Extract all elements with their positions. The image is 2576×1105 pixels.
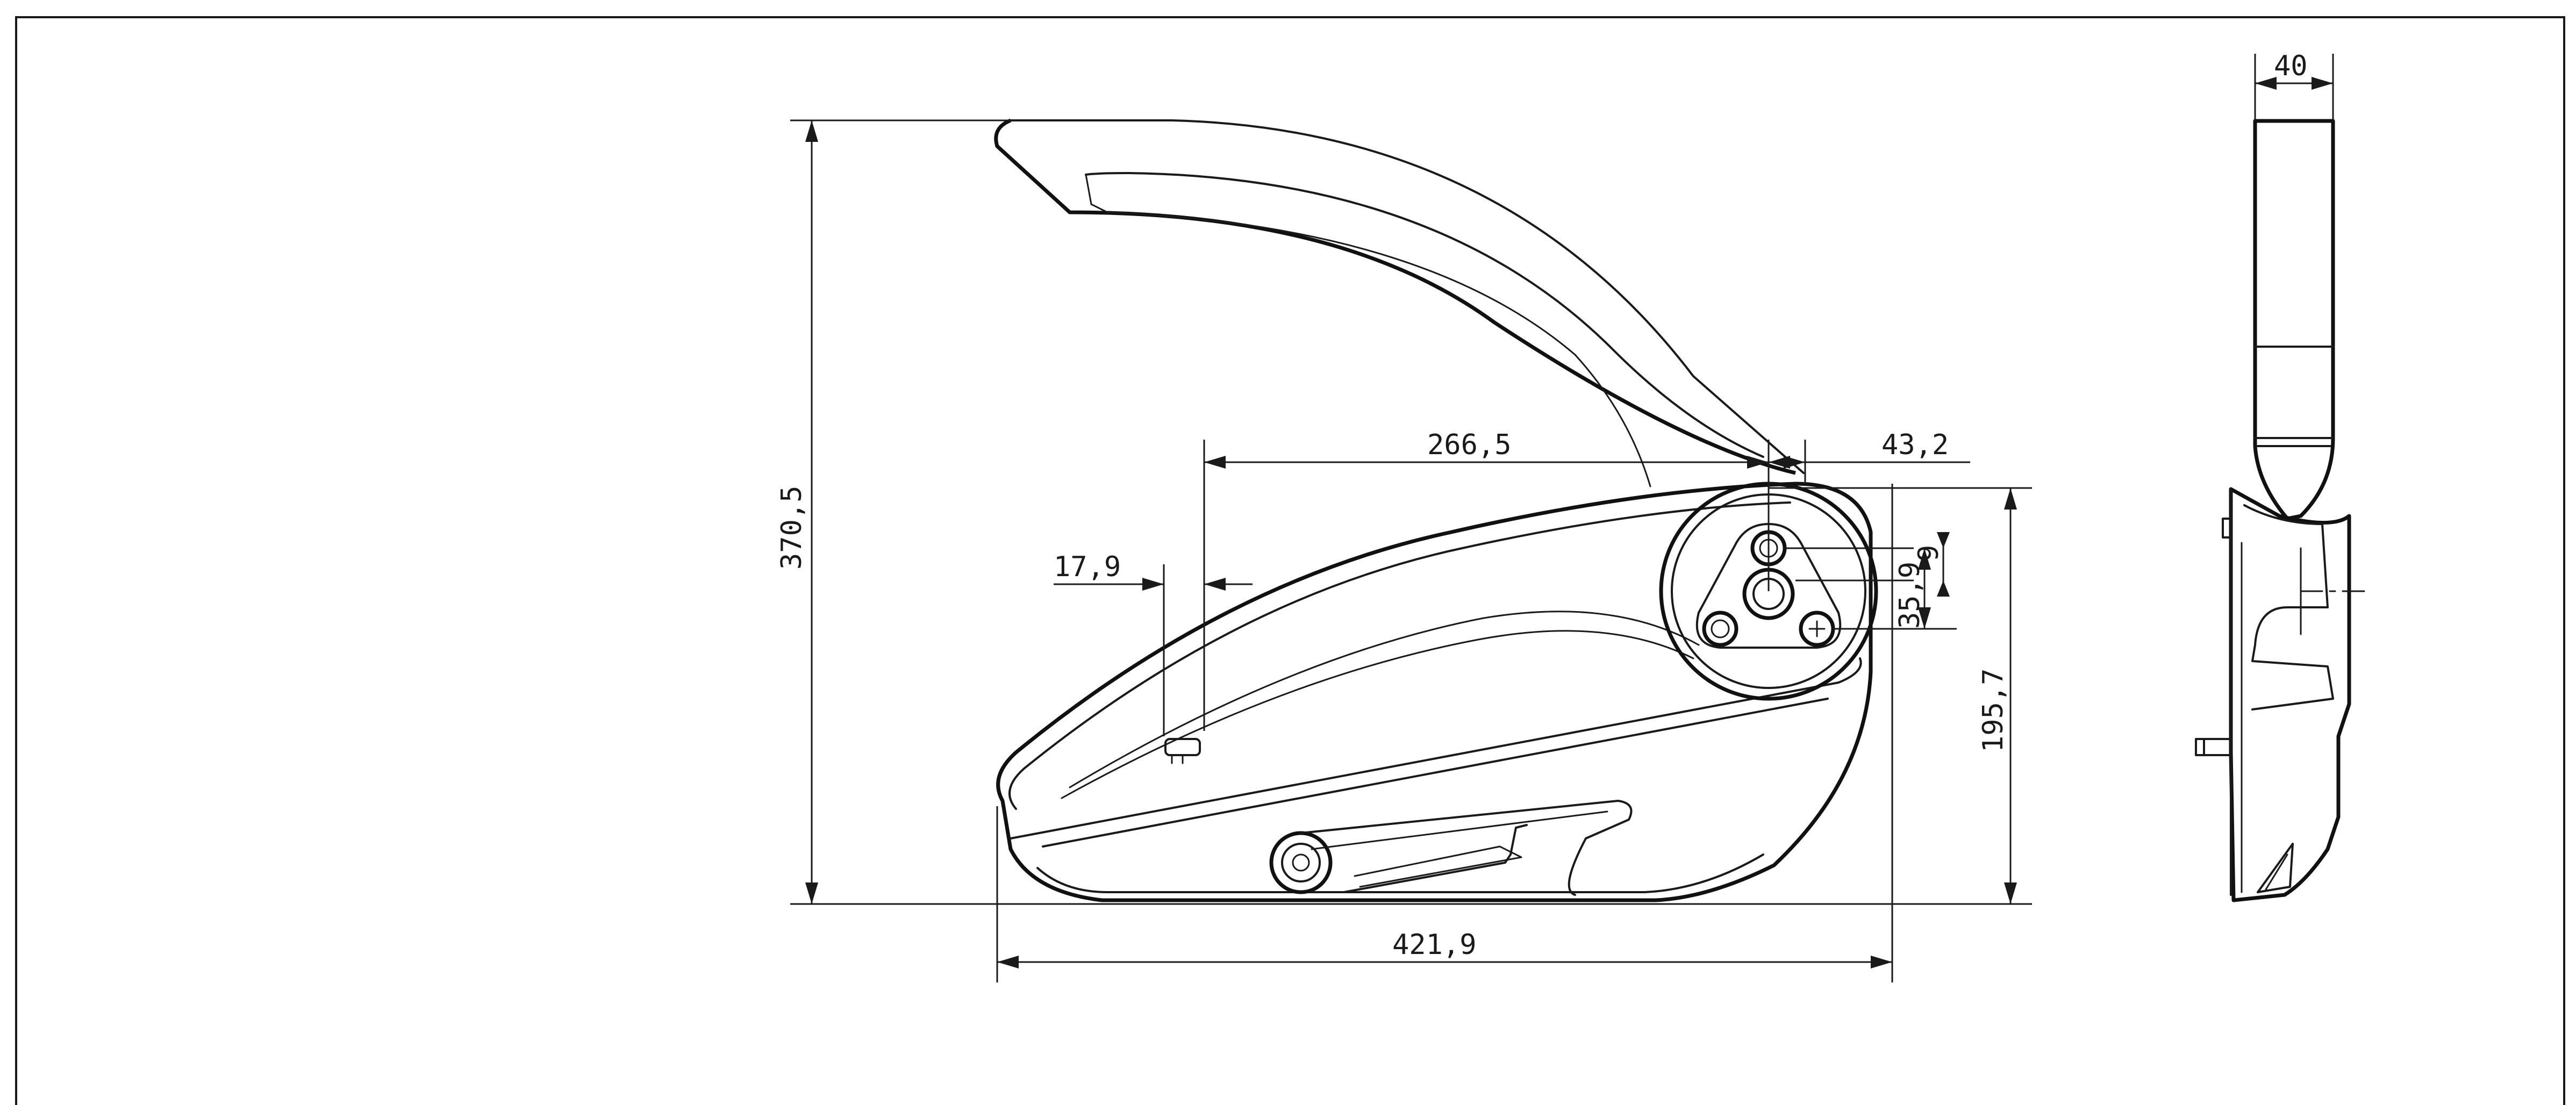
side-mount-tab [2195, 738, 2232, 756]
dim-height-arrow-bottom [805, 882, 818, 904]
side-lever-outline [2253, 119, 2335, 521]
dim-offset-arrow-right [1747, 456, 1769, 469]
pivot-triangle-plate [1695, 523, 1842, 649]
dim-offset-arrow-left [1204, 456, 1226, 469]
lever-arm-groove [1090, 203, 1651, 487]
dim-pivot-to-back: 43,2 [1881, 429, 1949, 461]
base-bottom-rim [1036, 853, 1764, 893]
lever-arm-inner [1085, 172, 1764, 458]
dim-thickness-arrow-left [2255, 77, 2277, 90]
dim-base-height-arrow-top [2004, 488, 2017, 510]
side-housing-inner [2243, 504, 2334, 711]
dim-base-height: 195,7 [1977, 668, 2009, 752]
side-pivot-stub [2222, 518, 2232, 539]
side-housing-outline [2229, 487, 2351, 902]
dim-overall-height: 370,5 [776, 485, 808, 570]
small-tab-legs [1171, 754, 1184, 764]
side-trigger-inner [2265, 853, 2288, 891]
base-upper-groove [1069, 611, 1700, 788]
trigger-blade [1343, 824, 1528, 893]
trigger-lever-inner [1311, 810, 1608, 888]
dim-side-thickness: 40 [2274, 50, 2308, 82]
dim-width-arrow-right [1871, 956, 1892, 968]
front-view: 370,5 421,9 195,7 266,5 43,2 17,9 [776, 118, 2032, 982]
dim-small-arrow-right [1204, 578, 1226, 591]
dim-width-arrow-left [997, 956, 1019, 968]
bolt-left-inner [1711, 619, 1730, 638]
dim-vlarge-arrow-top [1918, 548, 1931, 570]
dim-thickness-arrow-right [2312, 77, 2333, 90]
base-lower-sweep [1010, 657, 1862, 839]
dim-small-arrow-left [1142, 578, 1164, 591]
dim-small-offset: 17,9 [1054, 551, 1121, 583]
base-lower-sweep-2 [1042, 698, 1829, 848]
base-housing-outline [996, 482, 1873, 902]
trigger-pivot-outer [1269, 831, 1333, 894]
lever-arm-top [1010, 119, 1805, 474]
side-trigger [2257, 843, 2294, 893]
dim-vsmall-arrow-bottom [1937, 580, 1950, 597]
dim-pivot-vertical-large: 35,9 [1894, 562, 1926, 629]
bolt-left [1702, 611, 1738, 647]
dim-vsmall-arrow-top [1937, 532, 1950, 548]
base-housing-inner [1008, 501, 1791, 810]
side-view: 40 [2195, 50, 2369, 902]
lever-arm-groove-left [1085, 174, 1092, 205]
dim-base-height-arrow-bottom [2004, 882, 2017, 904]
dim-vlarge-arrow-bottom [1918, 607, 1931, 629]
dim-pivot-vertical-small: 9 [1913, 545, 1945, 562]
trigger-lever [1300, 800, 1633, 896]
dim-back-arrow-right [1784, 456, 1805, 469]
sheet-border [15, 16, 2565, 1105]
lever-arm-outer [994, 118, 1796, 475]
dim-overall-width: 421,9 [1392, 929, 1477, 961]
trigger-pivot-mid [1281, 843, 1321, 882]
bolt-right-cross [1808, 620, 1826, 637]
dim-height-arrow-top [805, 120, 818, 142]
trigger-pivot-inner [1292, 853, 1310, 872]
base-upper-groove-2 [1061, 630, 1694, 799]
dim-lever-pivot-offset: 266,5 [1427, 429, 1512, 461]
